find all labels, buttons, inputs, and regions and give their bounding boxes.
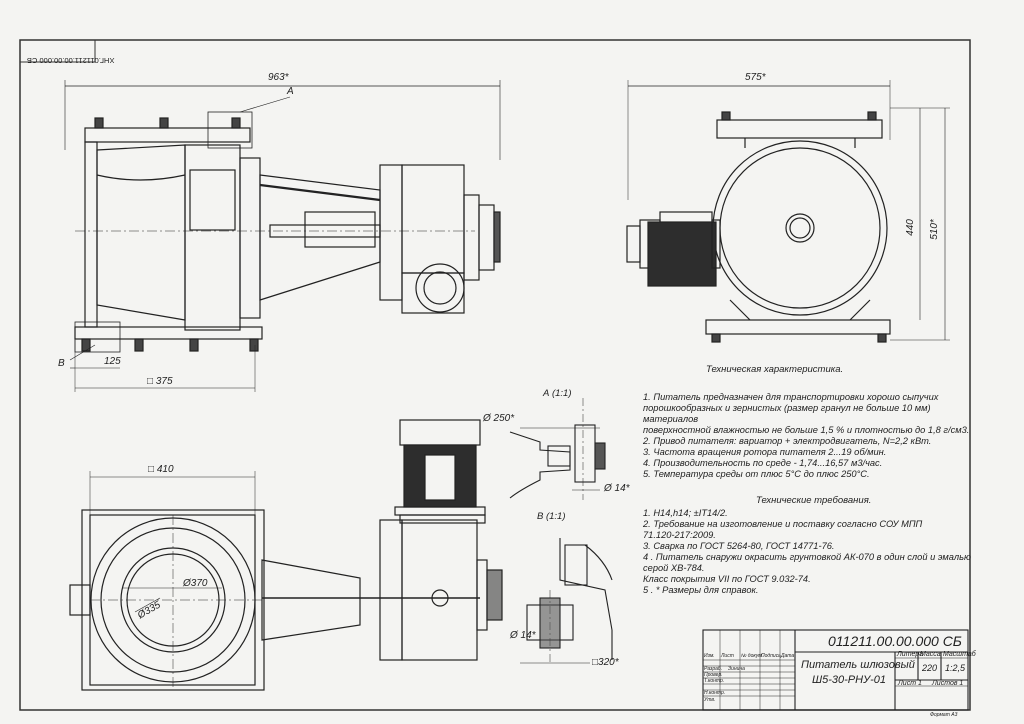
dim-rotor-dia: Ø370 [183, 578, 208, 589]
tech-char-line: 3. Частота вращения ротора питателя 2...… [643, 447, 887, 457]
detail-a-view [509, 398, 606, 500]
front-view [64, 80, 501, 392]
dim-side-width: 575* [745, 72, 766, 83]
tb-row-tcontrol: Т.контр. [704, 678, 725, 684]
tb-row-developer-name: Зинина [728, 666, 745, 672]
product-name: Питатель шлюзовый [801, 659, 915, 671]
tech-req-line: Класс покрытия VII по ГОСТ 9.032-74. [643, 574, 811, 584]
tech-req-line: серой ХВ-784. [643, 563, 705, 573]
title-block [702, 629, 969, 711]
tech-req-notes: 1. Н14,h14; ±IT14/2. 2. Требование на из… [643, 508, 971, 596]
tb-row-ncontrol: Н.контр. [704, 690, 726, 696]
tech-req-line: 71.120-217:2009. [643, 530, 716, 540]
tech-req-line: 3. Сварка по ГОСТ 5264-80, ГОСТ 14771-76… [643, 541, 835, 551]
tech-char-line: 2. Привод питателя: вариатор + электродв… [643, 436, 932, 446]
detail-a-title: А (1:1) [543, 388, 572, 399]
detail-b-title: В (1:1) [537, 511, 566, 522]
dim-flange-offset: 125 [104, 356, 121, 367]
tech-req-line: 2. Требование на изготовление и поставку… [643, 519, 923, 529]
stamp-box [19, 39, 96, 63]
stamp-document-id: ХНГ.011211.00.00.000 СБ [27, 56, 115, 65]
tech-char-line: 1. Питатель предназначен для транспортир… [643, 392, 939, 402]
tech-req-line: 1. Н14,h14; ±IT14/2. [643, 508, 728, 518]
side-view [626, 80, 950, 343]
tb-row-developed: Разраб. [704, 666, 723, 672]
tech-char-notes: 1. Питатель предназначен для транспортир… [643, 392, 969, 480]
tech-char-line: порошкообразных и зернистых (размер гран… [643, 403, 931, 413]
tech-char-line: 5. Температура среды от плюс 5°С до плюс… [643, 469, 870, 479]
dim-height-510: 510* [928, 219, 940, 240]
scale-value: 1:2,5 [945, 663, 966, 673]
dim-bolt-14-a: Ø 14* [604, 483, 630, 494]
tech-char-title: Техническая характеристика. [706, 364, 844, 375]
tech-req-line: 5 . * Размеры для справок. [643, 585, 759, 595]
dim-bolt-14-b: Ø 14* [510, 630, 536, 641]
dim-base-square: □ 375 [147, 376, 173, 387]
tb-row-sign: Подпись [761, 653, 781, 659]
top-view [69, 419, 503, 691]
col-litera: Литера [897, 651, 924, 658]
detail-a-callout: A [287, 86, 294, 97]
dim-top-square: □ 410 [148, 464, 174, 475]
tb-row-date: Дата [781, 653, 795, 659]
tech-req-title: Технические требования. [756, 495, 872, 506]
col-scale: Масштаб [943, 651, 976, 658]
view-b-callout: B [58, 358, 65, 369]
tech-req-line: 4 . Питатель снаружи окрасить грунтовкой… [643, 552, 971, 562]
mass-value: 220 [922, 663, 938, 673]
product-code: Ш5-30-РНУ-01 [812, 674, 887, 686]
tb-row-change: Изм. [704, 653, 715, 659]
tech-char-line: поверхностной влажностью не больше 1,5 %… [643, 425, 970, 435]
dim-overall-length: 963* [268, 72, 289, 83]
tb-row-sheet: Лист [721, 653, 734, 659]
tech-char-line: 4. Производительность по среде - 1,74...… [643, 458, 883, 468]
tb-row-docnum: № докум. [741, 653, 764, 659]
col-mass: Масса [920, 651, 941, 658]
sheet-format: Формат А3 [930, 712, 958, 718]
doc-number: 011211.00.00.000 СБ [828, 633, 962, 649]
dim-flange-250: Ø 250* [483, 413, 515, 424]
tech-char-line: материалов [643, 414, 699, 424]
dim-height-440: 440 [904, 219, 916, 236]
dim-square-320: □320* [592, 657, 619, 668]
tb-row-approved: Утв. [704, 697, 716, 703]
detail-b-view [520, 538, 613, 665]
tb-row-checked: Провер. [704, 672, 723, 678]
drawing-frame [19, 39, 971, 711]
sheet-count: Листов 1 [932, 680, 964, 687]
sheet-number: Лист 1 [898, 680, 922, 687]
